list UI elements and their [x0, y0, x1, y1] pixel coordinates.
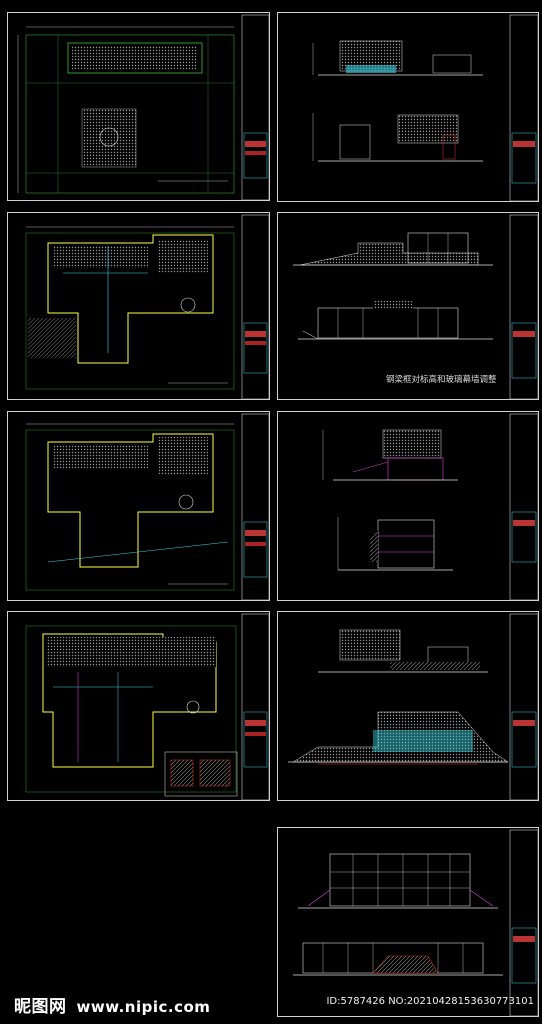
watermark-logo-text: 昵图网 [14, 997, 67, 1017]
drawing-sheet-site-plan[interactable] [7, 12, 270, 201]
watermark-logo: 昵图网 www.nipic.com [14, 992, 210, 1017]
drawing-sheet-section-2[interactable] [277, 611, 539, 801]
drawing-sheet-roof-plan[interactable] [7, 611, 270, 801]
drawing-sheet-elevation-3[interactable] [277, 827, 539, 1017]
image-id-text: ID:5787426 NO:20210428153630773101 [326, 996, 534, 1007]
drawing-sheet-floor-plan-2[interactable] [7, 411, 270, 601]
sheet-annotation-text: 钢梁框对标高和玻璃幕墙调整 [386, 375, 497, 385]
floor-plan-1-drawing [25, 214, 270, 400]
section-1-drawing [322, 413, 539, 601]
drawing-sheet-section-1[interactable] [277, 411, 539, 601]
drawing-sheet-elevation-1[interactable] [277, 12, 539, 202]
section-2-drawing [288, 613, 539, 801]
roof-plan-drawing [25, 613, 270, 801]
elevation-2-drawing [293, 214, 539, 400]
site-plan-drawing [17, 14, 270, 201]
floor-plan-2-drawing [25, 413, 270, 601]
drawing-sheet-elevation-2[interactable]: 钢梁框对标高和玻璃幕墙调整 [277, 212, 539, 400]
elevation-3-drawing [293, 829, 539, 1017]
watermark-url: www.nipic.com [76, 998, 211, 1016]
drawing-sheet-floor-plan-1[interactable] [7, 212, 270, 400]
elevation-1-drawing [312, 14, 539, 202]
